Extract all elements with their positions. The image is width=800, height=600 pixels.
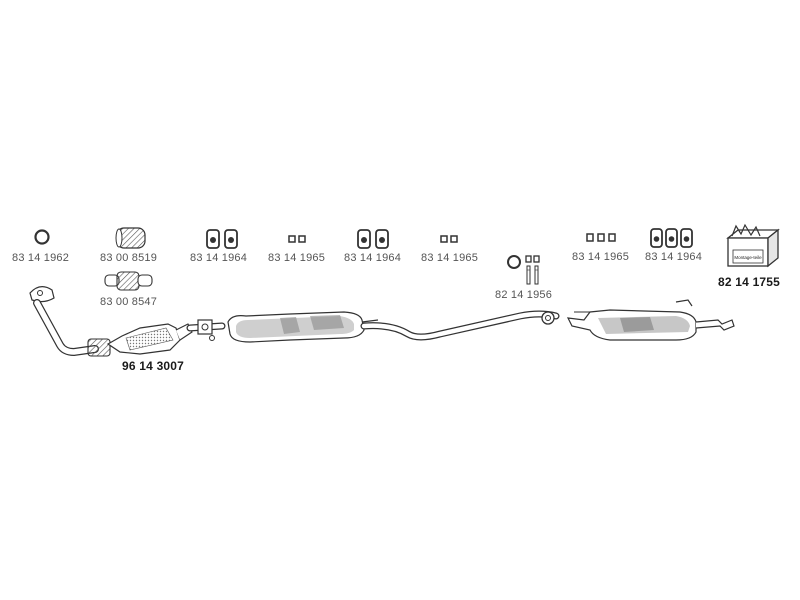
center-silencer-icon [227, 311, 379, 343]
rubber-mount-1-icon [206, 229, 238, 249]
tail-pipe-icon [360, 310, 560, 341]
part-number-rubber-mount-1: 83 14 1964 [190, 252, 248, 264]
rubber-mount-3-icon [650, 228, 693, 248]
part-number-catalyst: 96 14 3007 [122, 359, 185, 373]
part-number-flex-pipe-b: 83 00 8547 [100, 296, 158, 308]
ring-gasket-icon [34, 229, 50, 245]
part-number-rubber-mount-2: 83 14 1964 [344, 252, 402, 264]
mounting-kit-box-text: Montage-teile [734, 255, 762, 260]
part-number-ring-gasket: 83 14 1962 [12, 252, 70, 264]
part-number-clip-2: 83 14 1965 [421, 252, 479, 264]
part-number-clip-3: 83 14 1965 [572, 251, 630, 263]
flex-pipe-b-icon [104, 271, 153, 291]
part-number-clamp-bolt-set: 82 14 1956 [495, 289, 553, 301]
clip-1-icon [288, 235, 306, 243]
part-number-clip-1: 83 14 1965 [268, 252, 326, 264]
rubber-mount-2-icon [357, 229, 389, 249]
clip-2-icon [440, 235, 458, 243]
catalytic-converter-icon [106, 323, 193, 355]
rear-silencer-icon [566, 299, 735, 341]
mounting-kit-box-icon: Montage-teile [726, 223, 780, 268]
part-number-flex-pipe-a: 83 00 8519 [100, 252, 158, 264]
part-number-rubber-mount-3: 83 14 1964 [645, 251, 703, 263]
clip-3-icon [586, 233, 616, 242]
part-number-mounting-kit: 82 14 1755 [718, 275, 781, 289]
front-pipe-icon [29, 286, 111, 357]
clamp-bolt-set-icon [507, 255, 540, 285]
flex-pipe-a-icon [115, 227, 146, 249]
intermediate-pipe-icon [186, 319, 226, 341]
